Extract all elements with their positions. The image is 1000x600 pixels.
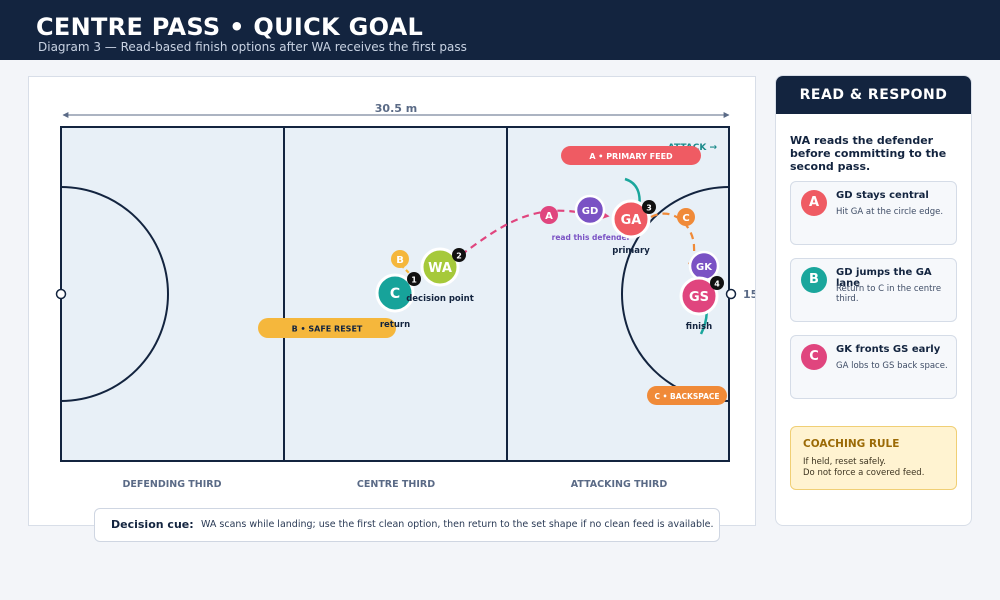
third-label-centre: CENTRE THIRD: [357, 479, 435, 490]
read-respond-panel: READ & RESPOND WA reads the defender bef…: [775, 75, 972, 526]
option-b-title: GD jumps the GA lane: [836, 267, 932, 289]
player-ga-label: GA: [621, 213, 642, 228]
decision-cue-text: WA scans while landing; use the first cl…: [201, 519, 714, 530]
option-a-title: GD stays central: [836, 190, 929, 201]
decision-point-label: decision point: [406, 294, 474, 304]
coaching-rule-box: COACHING RULE If held, reset safely. Do …: [790, 426, 957, 490]
option-c-badge: C: [801, 344, 827, 370]
player-c: [375, 273, 415, 313]
return-label: return: [380, 320, 410, 330]
player-wa-step: 2: [456, 252, 462, 261]
player-gs: [679, 276, 719, 316]
option-c-marker-label: C: [682, 213, 689, 224]
player-ga: [611, 199, 651, 239]
player-gs-step-badge: [710, 276, 724, 290]
third-label-attacking: ATTACKING THIRD: [571, 479, 668, 490]
attacking-goal-circle: [621, 186, 729, 402]
option-card-b: B GD jumps the GA lane Return to C in th…: [790, 258, 957, 322]
lob-path-ga-to-gs: [650, 212, 702, 276]
option-card-c: C GK fronts GS early GA lobs to GS back …: [790, 335, 957, 399]
player-gs-step: 4: [714, 280, 720, 289]
coaching-rule-line-2: Do not force a covered feed.: [803, 468, 925, 478]
width-label: 15.25 m: [743, 288, 755, 301]
safe-reset-tag-label: B • SAFE RESET: [292, 325, 363, 334]
player-gk-label: GK: [696, 262, 713, 273]
primary-feed-tag-label: A • PRIMARY FEED: [589, 152, 673, 161]
option-c-text: GA lobs to GS back space.: [836, 361, 948, 371]
third-label-defending: DEFENDING THIRD: [123, 479, 222, 490]
coaching-rule-title: COACHING RULE: [803, 438, 900, 450]
length-label: 30.5 m: [375, 102, 417, 115]
court-card: 30.5 m 15.25 m ATTACK → A • PRIMARY FEED…: [28, 76, 756, 526]
option-a-marker-label: A: [545, 211, 553, 222]
player-gd: [574, 194, 606, 226]
read-defender-label: read this defender: [552, 233, 631, 242]
coaching-rule-line-1: If held, reset safely.: [803, 457, 886, 467]
header-bar: CENTRE PASS • QUICK GOAL Diagram 3 — Rea…: [0, 0, 1000, 60]
player-c-step: 1: [411, 276, 417, 285]
court-diagram: 30.5 m 15.25 m ATTACK → A • PRIMARY FEED…: [55, 102, 755, 490]
option-a-text: Hit GA at the circle edge.: [836, 207, 944, 217]
primary-feed-tag: [561, 146, 701, 165]
option-a-marker: [540, 206, 558, 224]
player-ga-step-badge: [642, 200, 656, 214]
backspace-tag-label: C • BACKSPACE: [655, 392, 720, 401]
option-b-badge: B: [801, 267, 827, 293]
player-wa: [420, 247, 460, 287]
player-ga-step: 3: [646, 204, 652, 213]
player-c-step-badge: [407, 272, 421, 286]
defending-goal-circle: [61, 186, 169, 402]
option-b-marker: [391, 250, 409, 268]
right-goal-post: [725, 288, 737, 300]
panel-intro: WA reads the defender before committing …: [790, 134, 947, 173]
player-gs-label: GS: [689, 290, 709, 305]
pass-path-wa-to-ga: [460, 208, 610, 256]
safe-reset-tag: [258, 318, 396, 338]
player-wa-step-badge: [452, 248, 466, 262]
page-subtitle: Diagram 3 — Read-based finish options af…: [38, 40, 467, 54]
player-wa-label: WA: [428, 261, 452, 276]
page-title: CENTRE PASS • QUICK GOAL: [36, 13, 424, 41]
option-card-a: A GD stays central Hit GA at the circle …: [790, 181, 957, 245]
decision-cue-box: Decision cue: WA scans while landing; us…: [94, 508, 720, 542]
left-goal-post: [55, 288, 67, 300]
option-a-badge: A: [801, 190, 827, 216]
option-c-title: GK fronts GS early: [836, 344, 941, 355]
finish-label: finish: [686, 322, 712, 332]
decision-cue-label: Decision cue:: [111, 518, 194, 531]
primary-label: primary: [612, 246, 650, 256]
option-b-marker-label: B: [396, 255, 404, 266]
option-c-marker: [677, 208, 695, 226]
panel-title: READ & RESPOND: [776, 76, 971, 114]
player-gd-label: GD: [582, 206, 599, 217]
option-b-text: Return to C in the centre third.: [836, 284, 942, 304]
backspace-tag: [647, 386, 727, 405]
player-c-label: C: [390, 286, 400, 302]
